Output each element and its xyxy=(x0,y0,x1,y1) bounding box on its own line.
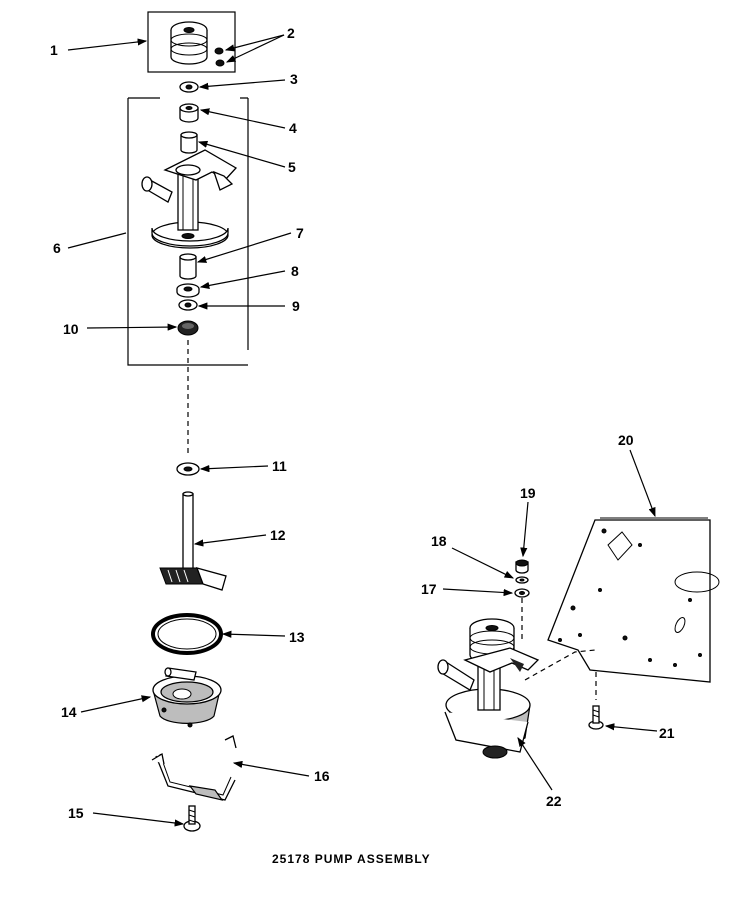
part-8-bearing xyxy=(176,283,200,298)
callout-1: 1 xyxy=(50,42,58,58)
callout-17: 17 xyxy=(421,581,437,597)
part-2-set-screws xyxy=(214,47,225,67)
part-7-spacer xyxy=(179,253,197,280)
callout-21: 21 xyxy=(659,725,675,741)
callout-12: 12 xyxy=(270,527,286,543)
callout-8: 8 xyxy=(291,263,299,279)
callout-9: 9 xyxy=(292,298,300,314)
part-19-nut xyxy=(515,559,529,574)
part-22-assembled-pump xyxy=(437,618,540,759)
plate-connector-line xyxy=(524,649,596,681)
part-20-mounting-plate xyxy=(547,517,720,683)
part-17-washer xyxy=(514,588,530,598)
callout-14: 14 xyxy=(61,704,77,720)
callout-18: 18 xyxy=(431,533,447,549)
part-6-pump-housing xyxy=(141,149,238,249)
part-1-pulley xyxy=(147,11,236,73)
part-5-bushing xyxy=(180,131,198,154)
callout-13: 13 xyxy=(289,629,305,645)
callout-3: 3 xyxy=(290,71,298,87)
callout-10: 10 xyxy=(63,321,79,337)
part-6-group-bracket xyxy=(127,97,249,366)
callout-4: 4 xyxy=(289,120,297,136)
callout-15: 15 xyxy=(68,805,84,821)
callout-11: 11 xyxy=(272,458,287,474)
part-3-washer xyxy=(179,81,199,93)
callout-19: 19 xyxy=(520,485,536,501)
part-15-thumb-screw xyxy=(183,805,201,832)
callout-20: 20 xyxy=(618,432,634,448)
leader-lines xyxy=(67,34,658,827)
callout-2: 2 xyxy=(287,25,295,41)
callout-22: 22 xyxy=(546,793,562,809)
callout-6: 6 xyxy=(53,240,61,256)
part-9-washer xyxy=(178,299,198,311)
part-10-seal xyxy=(177,320,199,336)
callout-5: 5 xyxy=(288,159,296,175)
callout-16: 16 xyxy=(314,768,330,784)
part-4-nut xyxy=(179,103,199,123)
part-16-clamp xyxy=(151,735,237,801)
part-18-lock-washer xyxy=(515,576,529,584)
part-14-pump-base xyxy=(152,667,222,728)
part-12-impeller-shaft xyxy=(159,491,227,591)
diagram-caption: 25178 PUMP ASSEMBLY xyxy=(272,852,431,866)
part-21-screw xyxy=(588,705,604,730)
part-13-gasket xyxy=(151,613,223,655)
part-11-washer xyxy=(176,462,200,476)
callout-7: 7 xyxy=(296,225,304,241)
